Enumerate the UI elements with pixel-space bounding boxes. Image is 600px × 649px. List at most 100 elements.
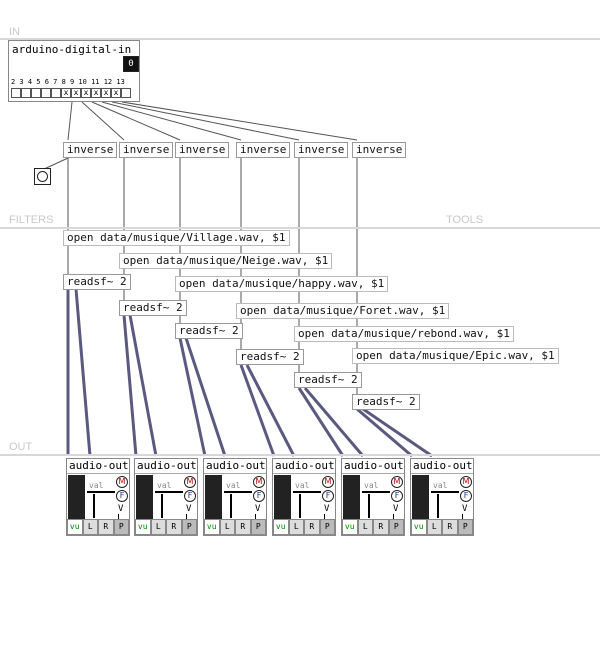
filters-divider [0, 227, 600, 229]
inverse-object-5[interactable]: inverse [294, 142, 349, 158]
conn-ard-inverse-6 [121, 101, 358, 141]
inverse-object-2[interactable]: inverse [119, 142, 174, 158]
volume-slider[interactable] [93, 494, 95, 518]
right-toggle[interactable]: R [235, 519, 251, 535]
val-label: val [295, 481, 310, 490]
inverse-object-3[interactable]: inverse [175, 142, 230, 158]
sig-4a [239, 364, 276, 457]
fade-button[interactable]: F [322, 490, 334, 502]
audio-out-1[interactable]: audio-out val M F V vu L R P [66, 458, 130, 536]
in-divider [0, 38, 600, 40]
volume-slider[interactable] [437, 494, 439, 518]
readsf-object-5[interactable]: readsf~ 2 [294, 372, 362, 388]
left-toggle[interactable]: L [150, 519, 166, 535]
readsf-object-3[interactable]: readsf~ 2 [175, 323, 243, 339]
right-toggle[interactable]: R [442, 519, 458, 535]
fade-button[interactable]: F [184, 490, 196, 502]
bang-button[interactable] [34, 168, 51, 185]
readsf-object-4[interactable]: readsf~ 2 [236, 349, 304, 365]
power-toggle[interactable]: P [113, 519, 129, 535]
message-foret[interactable]: open data/musique/Foret.wav, $1 [236, 303, 450, 319]
mute-button[interactable]: M [322, 476, 334, 488]
power-toggle[interactable]: P [250, 519, 266, 535]
left-toggle[interactable]: L [357, 519, 373, 535]
vu-toggle[interactable]: vu [204, 519, 220, 535]
left-toggle[interactable]: L [426, 519, 442, 535]
power-toggle[interactable]: P [319, 519, 335, 535]
v-marker [255, 514, 256, 520]
audio-out-4[interactable]: audio-out val M F V vu L R P [272, 458, 336, 536]
val-label: val [433, 481, 448, 490]
pin-toggle[interactable]: x [101, 88, 111, 98]
vu-toggle[interactable]: vu [135, 519, 151, 535]
readsf-object-2[interactable]: readsf~ 2 [119, 300, 187, 316]
vu-toggle[interactable]: vu [67, 519, 83, 535]
right-toggle[interactable]: R [304, 519, 320, 535]
pin-toggle[interactable]: x [91, 88, 101, 98]
out-divider [0, 454, 600, 456]
pin-toggle[interactable] [121, 88, 131, 98]
pin-toggle[interactable] [41, 88, 51, 98]
sig-1b [74, 288, 92, 457]
audio-out-6[interactable]: audio-out val M F V vu L R P [410, 458, 474, 536]
arduino-digital-in-object[interactable]: arduino-digital-in 0 2 3 4 5 6 7 8 9 10 … [8, 40, 140, 102]
inverse-object-6[interactable]: inverse [352, 142, 407, 158]
readsf-object-1[interactable]: readsf~ 2 [63, 274, 131, 290]
audio-out-5[interactable]: audio-out val M F V vu L R P [341, 458, 405, 536]
right-toggle[interactable]: R [166, 519, 182, 535]
left-toggle[interactable]: L [82, 519, 98, 535]
pin-toggle[interactable]: x [61, 88, 71, 98]
val-label: val [157, 481, 172, 490]
pin-toggle[interactable]: x [71, 88, 81, 98]
audio-out-footer: vu L R P [411, 519, 473, 535]
audio-out-2[interactable]: audio-out val M F V vu L R P [134, 458, 198, 536]
left-toggle[interactable]: L [288, 519, 304, 535]
pin-toggle[interactable]: x [81, 88, 91, 98]
volume-slider[interactable] [161, 494, 163, 518]
slider-track [293, 491, 321, 493]
sig-2b [128, 314, 158, 457]
pin-toggle[interactable] [51, 88, 61, 98]
mute-button[interactable]: M [184, 476, 196, 488]
inverse-object-1[interactable]: inverse [63, 142, 118, 158]
conn-ard-inverse-5 [111, 101, 300, 141]
mute-button[interactable]: M [116, 476, 128, 488]
pin-toggle[interactable] [11, 88, 21, 98]
power-toggle[interactable]: P [181, 519, 197, 535]
message-happy[interactable]: open data/musique/happy.wav, $1 [175, 276, 389, 292]
message-rebond[interactable]: open data/musique/rebond.wav, $1 [294, 326, 514, 342]
volume-slider[interactable] [368, 494, 370, 518]
fade-button[interactable]: F [391, 490, 403, 502]
right-toggle[interactable]: R [98, 519, 114, 535]
fade-button[interactable]: F [460, 490, 472, 502]
left-toggle[interactable]: L [219, 519, 235, 535]
sig-5b [303, 387, 365, 457]
readsf-object-6[interactable]: readsf~ 2 [352, 394, 420, 410]
message-neige[interactable]: open data/musique/Neige.wav, $1 [119, 253, 333, 269]
vu-meter [205, 475, 222, 519]
fade-button[interactable]: F [253, 490, 265, 502]
volume-slider[interactable] [299, 494, 301, 518]
power-toggle[interactable]: P [457, 519, 473, 535]
inverse-object-4[interactable]: inverse [236, 142, 291, 158]
mute-button[interactable]: M [460, 476, 472, 488]
vu-toggle[interactable]: vu [342, 519, 358, 535]
volume-slider[interactable] [230, 494, 232, 518]
right-toggle[interactable]: R [373, 519, 389, 535]
message-village[interactable]: open data/musique/Village.wav, $1 [63, 230, 290, 246]
message-epic[interactable]: open data/musique/Epic.wav, $1 [352, 348, 559, 364]
pin-toggle[interactable] [21, 88, 31, 98]
mute-button[interactable]: M [391, 476, 403, 488]
arduino-number-box[interactable]: 0 [123, 56, 139, 72]
power-toggle[interactable]: P [388, 519, 404, 535]
mute-button[interactable]: M [253, 476, 265, 488]
arduino-pin-toggles: x x x x x x [11, 88, 137, 98]
pin-toggle[interactable]: x [111, 88, 121, 98]
sig-6a [356, 407, 413, 458]
vu-toggle[interactable]: vu [273, 519, 289, 535]
vu-toggle[interactable]: vu [411, 519, 427, 535]
audio-out-3[interactable]: audio-out val M F V vu L R P [203, 458, 267, 536]
fade-button[interactable]: F [116, 490, 128, 502]
pin-toggle[interactable] [31, 88, 41, 98]
sig-3a [178, 337, 207, 457]
